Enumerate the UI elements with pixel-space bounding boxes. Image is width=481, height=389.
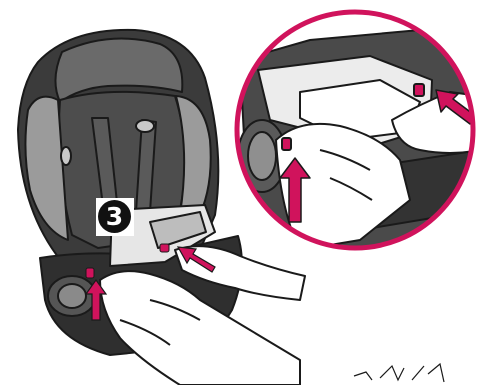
- step-number: 3: [98, 200, 131, 233]
- release-marker-side: [160, 244, 169, 252]
- release-marker-bottom: [86, 268, 94, 278]
- harness-slot-right: [136, 120, 154, 132]
- zoom-release-marker-left: [282, 138, 291, 150]
- harness-slot-left: [61, 147, 71, 165]
- detail-zoom: [230, 5, 481, 265]
- scribble-mark: [354, 364, 444, 382]
- zoom-release-marker-right: [414, 84, 424, 96]
- step-badge: 3: [96, 198, 134, 236]
- base-knob-inner: [58, 284, 86, 308]
